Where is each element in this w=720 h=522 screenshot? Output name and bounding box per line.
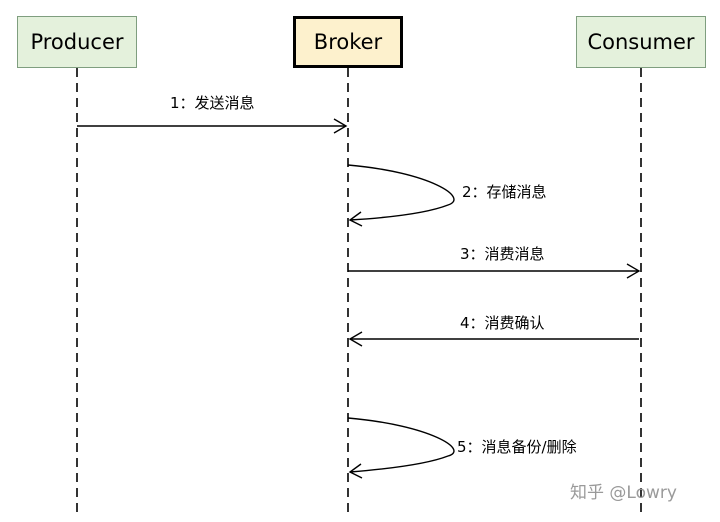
message-1-arrow <box>77 118 348 134</box>
actor-consumer: Consumer <box>576 16 706 68</box>
message-5-label: 5：消息备份/删除 <box>457 438 577 456</box>
actor-producer: Producer <box>17 16 137 68</box>
message-4-arrow <box>348 331 639 347</box>
actor-broker: Broker <box>293 16 403 68</box>
message-3-label: 3：消费消息 <box>460 245 545 263</box>
message-2-label: 2：存储消息 <box>462 183 547 201</box>
message-2-self-arrow <box>347 164 455 227</box>
message-4-label: 4：消费确认 <box>460 314 545 332</box>
watermark: 知乎 @Lowry <box>570 483 677 503</box>
message-1-label: 1：发送消息 <box>170 94 255 112</box>
message-3-arrow <box>348 263 641 279</box>
message-5-self-arrow <box>347 417 455 479</box>
